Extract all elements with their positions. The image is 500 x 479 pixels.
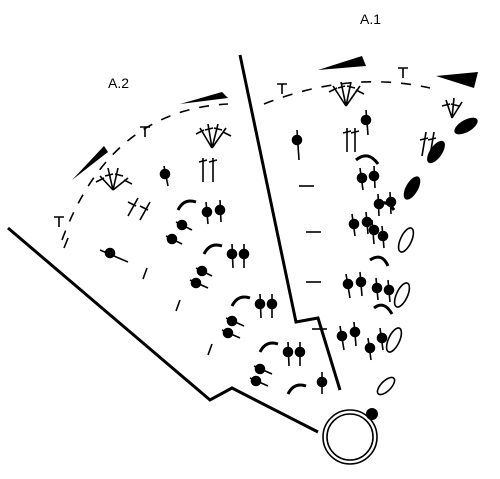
chain-loop-arcs [176, 154, 396, 395]
fan-cluster-icon [95, 81, 463, 191]
stitch-symbols [99, 109, 437, 394]
a1-left-border-line [238, 54, 342, 391]
chart-label-a1: A.1 [360, 11, 381, 27]
magic-ring-icon [322, 408, 378, 465]
a2-chain-dashes [63, 237, 213, 356]
a1-chain-dashes [299, 185, 327, 330]
chain-arcs [61, 80, 431, 241]
chain-stitch-top-symbols [54, 67, 408, 227]
a2-outer-border-line [7, 226, 319, 434]
bobble-filled-icons [403, 117, 478, 200]
bobble-open-icons [376, 227, 415, 396]
chart-label-a2: A.2 [108, 75, 129, 91]
direction-arrows [72, 56, 478, 180]
